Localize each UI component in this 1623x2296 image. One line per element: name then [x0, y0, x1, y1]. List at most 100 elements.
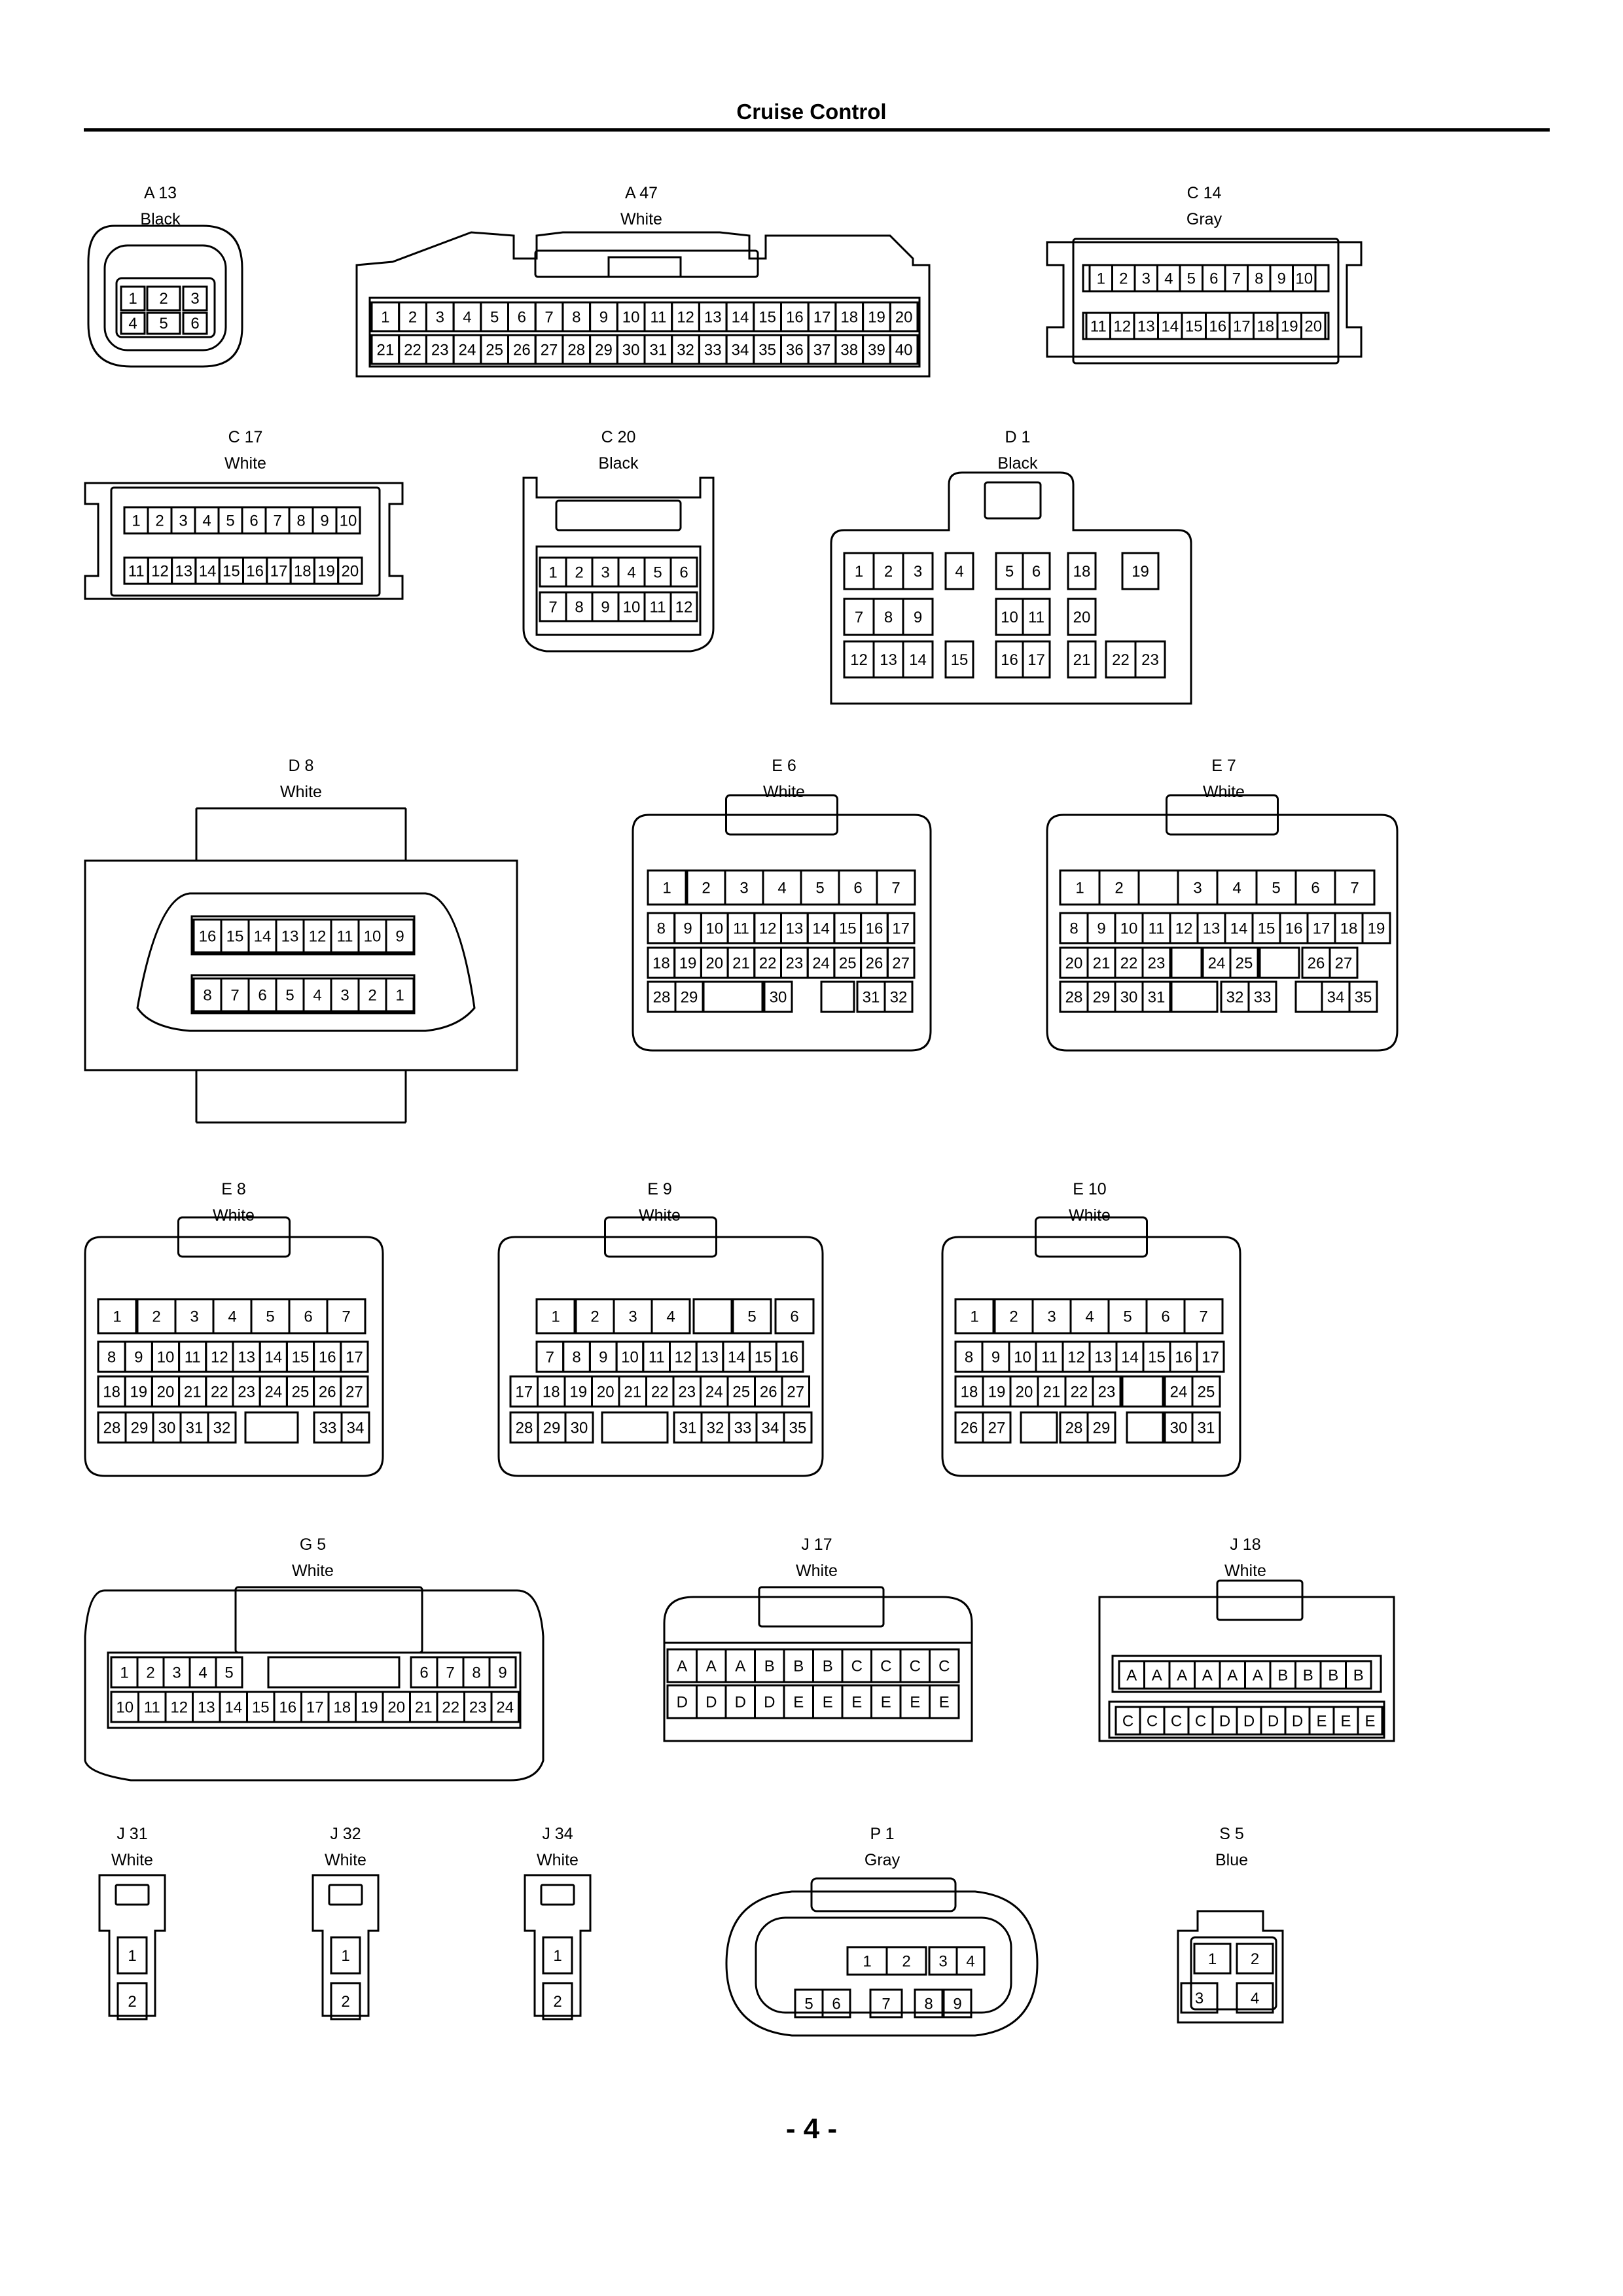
pin: 3 [182, 285, 208, 312]
pin: 2 [872, 552, 904, 590]
pin: 1 [846, 1946, 888, 1976]
pin: 28 [97, 1411, 127, 1444]
pin-number: 11 [337, 928, 353, 946]
pin: 10 [615, 1340, 645, 1373]
pin: 21 [409, 1691, 438, 1723]
pin-number: 4 [202, 512, 211, 530]
pin: 4 [944, 552, 974, 590]
pin: 12 [1109, 312, 1135, 340]
connector-color: White [620, 210, 662, 228]
pin-number: 4 [627, 564, 635, 582]
pin-cavity [564, 1411, 594, 1444]
pin: 31 [643, 334, 673, 365]
pin-number: 11 [144, 1699, 160, 1717]
pin: 15 [749, 1340, 777, 1373]
pin-number: 19 [868, 309, 885, 327]
pin-number: E [851, 1694, 862, 1712]
pin-number: 13 [198, 1699, 215, 1717]
pin: 34 [755, 1411, 785, 1444]
pin-cavity [1020, 1411, 1058, 1444]
pin: 21 [1067, 640, 1097, 679]
pin: 7 [534, 301, 564, 332]
pin-number: 17 [1202, 1349, 1219, 1367]
pin-number: 4 [128, 315, 137, 332]
pin-cavity [732, 1298, 772, 1335]
pin-number: 18 [103, 1384, 120, 1401]
connector-id: J 17 [801, 1535, 832, 1554]
connector-id: E 8 [221, 1180, 246, 1198]
pin-number: 28 [103, 1420, 121, 1437]
pin: 16 [775, 1340, 804, 1373]
pin-number: 4 [1251, 1990, 1259, 2007]
pin: 6 [182, 312, 208, 335]
pin-number: 21 [1073, 651, 1091, 669]
pin: 19 [673, 946, 702, 979]
pin-number: D [735, 1694, 746, 1712]
pin: B [1269, 1660, 1296, 1690]
pin: 11 [1085, 312, 1111, 340]
pin-number: 20 [1016, 1384, 1033, 1401]
pin: 6 [1202, 264, 1226, 293]
pin-number: 2 [128, 1993, 136, 2011]
pin-number: 5 [159, 315, 168, 332]
pin-number: 1 [132, 512, 140, 530]
housing-outline [725, 1890, 1039, 2037]
connector-id: J 34 [542, 1825, 573, 1843]
latch [177, 1216, 291, 1258]
pin: E [1357, 1706, 1383, 1736]
pin: 17 [1022, 640, 1051, 679]
pin: 18 [289, 556, 315, 585]
pin-number: 11 [650, 309, 666, 327]
pin-cavity [1141, 946, 1171, 979]
pin: 3 [928, 1946, 958, 1976]
pin-number: 11 [733, 920, 749, 938]
pin-number: 13 [701, 1349, 719, 1367]
pin-number: 3 [628, 1308, 637, 1326]
pin: 34 [725, 334, 755, 365]
pin-number: 13 [1094, 1349, 1112, 1367]
connector-color: White [796, 1562, 838, 1580]
pin: 2 [136, 1656, 165, 1689]
pin: 18 [1334, 912, 1364, 944]
connector-color: White [224, 454, 266, 473]
connector-id: S 5 [1219, 1825, 1244, 1843]
pin-number: 36 [786, 342, 804, 359]
inner-housing [755, 1916, 1012, 2014]
pin-number: 23 [785, 955, 803, 973]
pin: 18 [537, 1375, 566, 1408]
pin: 16 [780, 301, 810, 332]
pin-number: 3 [601, 564, 609, 582]
connector-id: J 31 [116, 1825, 148, 1843]
pin-number: D [1268, 1713, 1279, 1731]
pin-number: 28 [1065, 989, 1083, 1007]
pin: 29 [674, 980, 704, 1013]
pin-number: 17 [1233, 318, 1251, 336]
connector-id: C 20 [601, 428, 636, 446]
pin-number: 26 [866, 955, 883, 973]
pin-number: 12 [170, 1699, 188, 1717]
pin-number: 2 [1115, 880, 1123, 897]
pin-number: 25 [839, 955, 857, 973]
pin: 4 [1236, 1982, 1274, 2014]
pin-number: 6 [790, 1308, 798, 1326]
pin-number: 22 [1120, 955, 1138, 973]
pin-number: 5 [226, 512, 234, 530]
pin: 9 [488, 1656, 517, 1689]
pin: 28 [562, 334, 592, 365]
connector-color: Gray [1186, 210, 1222, 228]
pin-cavity [651, 1298, 691, 1335]
pin: 5 [800, 869, 840, 906]
pin: 8 [97, 1340, 126, 1373]
pin-number: 15 [226, 928, 244, 946]
pin-number: A [1227, 1667, 1238, 1685]
pin: 12 [671, 301, 700, 332]
pin-number: 15 [292, 1349, 310, 1367]
pin-cavity [1258, 946, 1300, 979]
housing-outline [830, 471, 1192, 705]
pin-cavity [1067, 552, 1097, 590]
pin-number: C [880, 1658, 891, 1676]
